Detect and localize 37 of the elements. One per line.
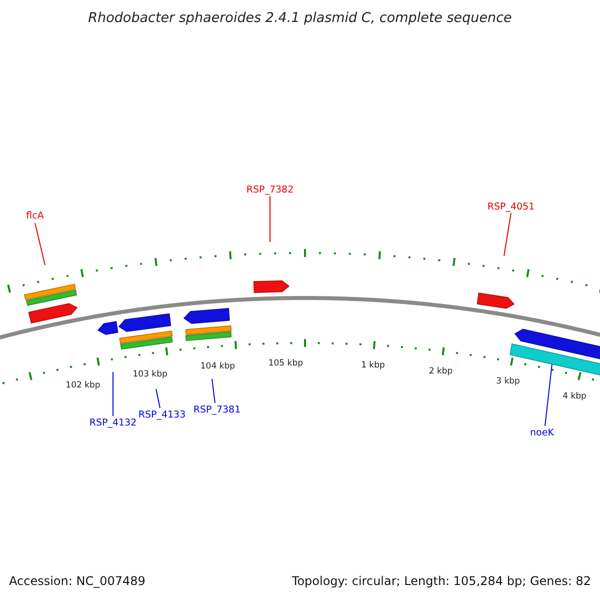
- title: Rhodobacter sphaeroides 2.4.1 plasmid C, complete sequence: [88, 11, 512, 26]
- feature-bar: [185, 331, 232, 341]
- scale-label: 105 kbp: [268, 359, 303, 369]
- leader-line: [112, 372, 114, 416]
- accession-text: Accession: NC_007489: [9, 575, 146, 588]
- feature-bar: [185, 325, 232, 335]
- gene-marker: [476, 292, 515, 309]
- gene-label: flcA: [26, 210, 44, 222]
- leader-line: [34, 222, 46, 266]
- summary-text: Topology: circular; Length: 105,284 bp; Genes: 82: [292, 575, 591, 588]
- leader-line: [156, 388, 160, 408]
- scale-label: 3 kbp: [496, 378, 520, 387]
- scale-label: 104 kbp: [200, 362, 236, 372]
- gene-label: RSP_7381: [193, 404, 241, 416]
- scale-label: 102 kbp: [66, 381, 100, 391]
- gene-marker: [183, 308, 230, 324]
- feature-bar: [24, 284, 76, 300]
- gene-label: RSP_7382: [246, 184, 294, 196]
- feature-bar: [119, 330, 173, 344]
- scale-label: 2 kbp: [428, 367, 453, 377]
- scale-label: 103 kbp: [132, 370, 168, 380]
- feature-bar: [510, 343, 600, 378]
- gene-label: RSP_4133: [138, 410, 186, 420]
- gene-label: noeK: [530, 428, 554, 438]
- scale-label: 1 kbp: [361, 361, 385, 371]
- gene-label: RSP_4051: [487, 202, 535, 212]
- leader-line: [212, 378, 216, 404]
- gene-marker: [97, 321, 118, 335]
- gene-marker: [253, 280, 290, 293]
- gene-marker: [514, 328, 600, 362]
- feature-bar: [120, 336, 173, 350]
- feature-bar: [26, 290, 77, 306]
- leader-line: [504, 212, 512, 256]
- scale-label: 4 kbp: [562, 392, 586, 402]
- leader-line: [544, 364, 552, 426]
- gene-label: RSP_4132: [89, 418, 137, 428]
- gene-marker: [28, 303, 78, 324]
